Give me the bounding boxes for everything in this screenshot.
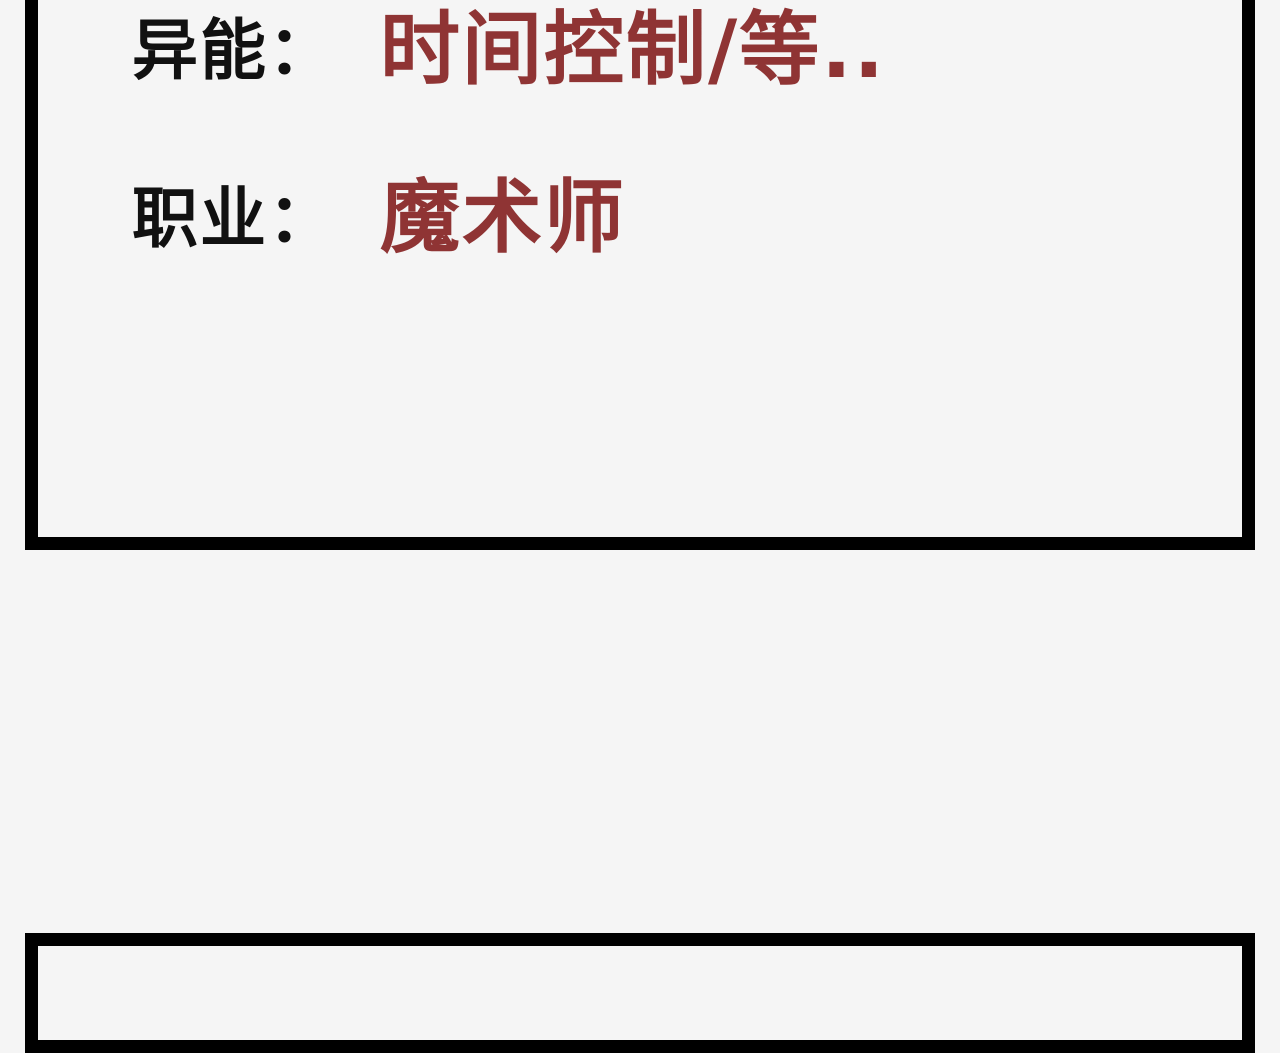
occupation-value: 魔术师: [380, 171, 626, 264]
next-panel: [25, 933, 1255, 1053]
ability-value: 时间控制/等..: [380, 3, 886, 96]
ability-label: 异能：: [132, 11, 336, 89]
occupation-row: 职业： 魔术师: [132, 168, 626, 268]
occupation-label: 职业：: [132, 179, 336, 257]
character-info-panel: [25, 0, 1255, 550]
ability-row: 异能： 时间控制/等..: [132, 0, 886, 100]
